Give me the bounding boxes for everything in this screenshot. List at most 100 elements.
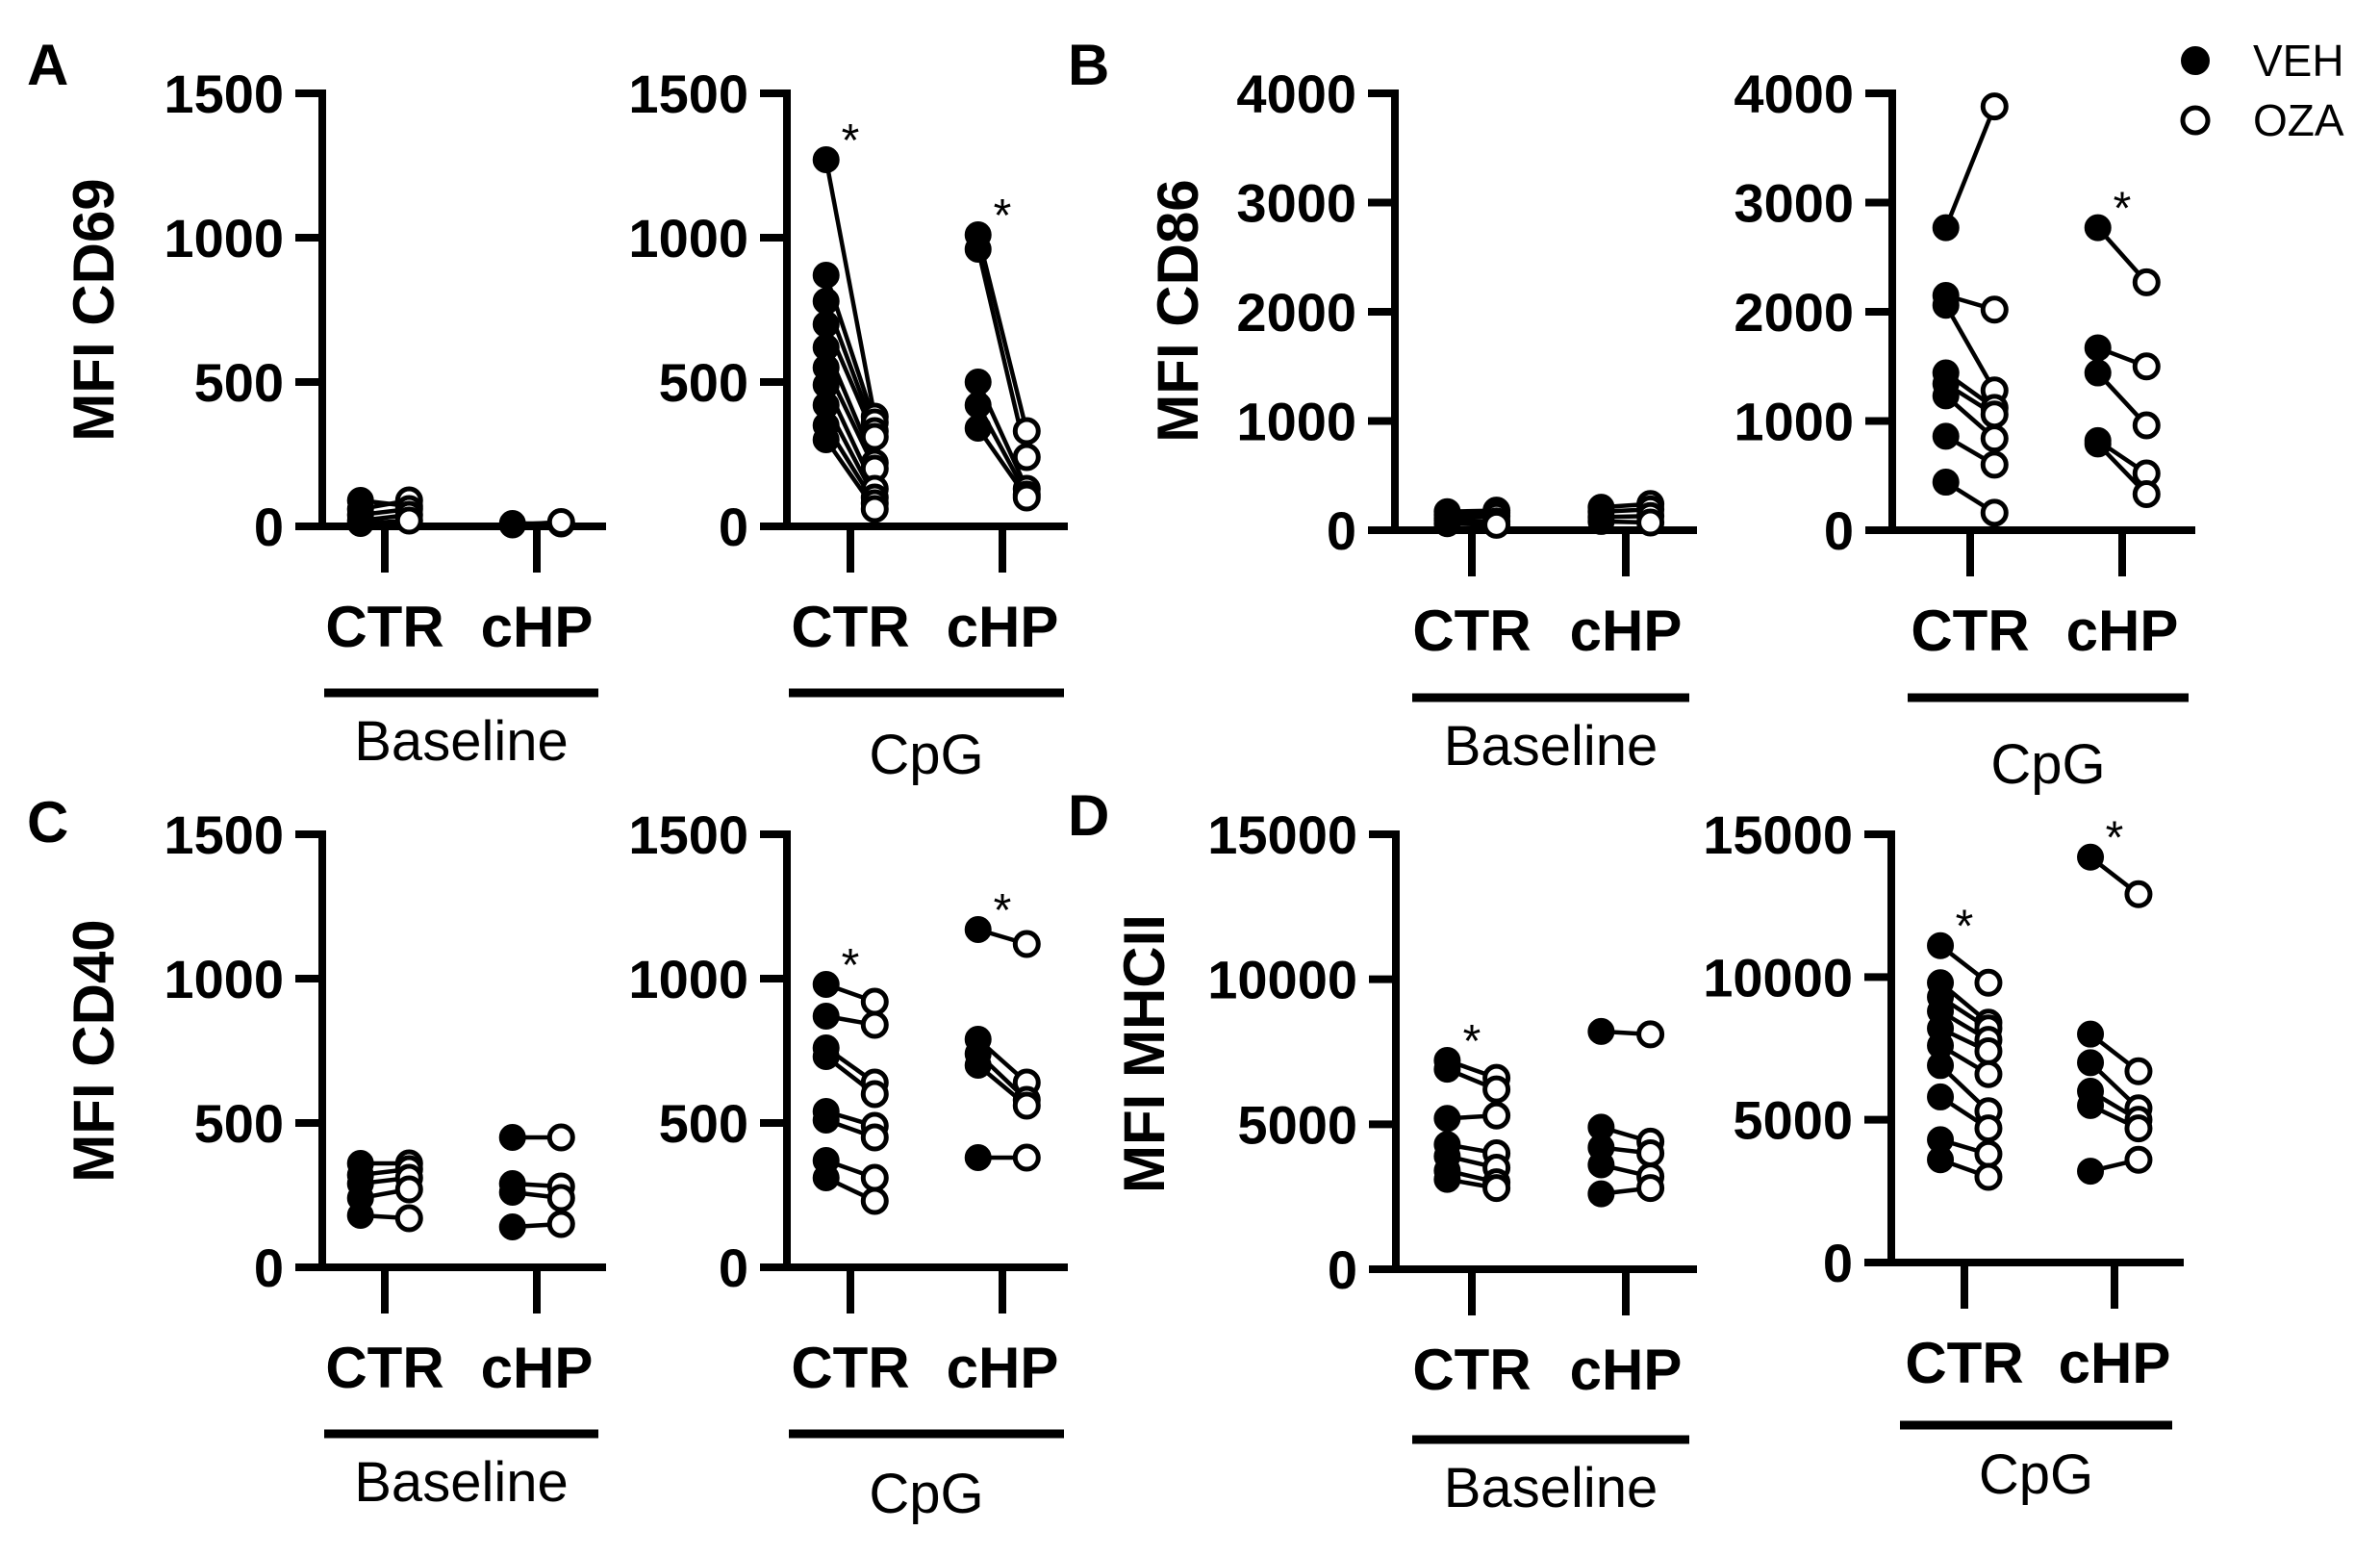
point-oza bbox=[394, 1204, 423, 1233]
point-oza bbox=[1980, 498, 2009, 527]
point-oza bbox=[546, 1123, 575, 1152]
significance-star: * bbox=[994, 885, 1012, 936]
y-axis-title: MFI CD69 bbox=[62, 178, 126, 441]
y-tick-label: 15000 bbox=[1703, 804, 1853, 865]
y-tick-label: 4000 bbox=[1734, 64, 1854, 124]
point-veh bbox=[812, 1107, 840, 1134]
point-oza bbox=[860, 1123, 889, 1152]
point-veh bbox=[2077, 1020, 2105, 1048]
point-oza bbox=[1636, 1138, 1665, 1167]
point-veh bbox=[964, 415, 992, 442]
point-oza bbox=[2132, 411, 2161, 440]
group-label: CpG bbox=[869, 724, 983, 786]
point-oza bbox=[394, 506, 423, 535]
point-veh bbox=[812, 262, 840, 289]
y-tick-label: 1000 bbox=[164, 208, 284, 268]
point-veh bbox=[812, 1164, 840, 1191]
y-tick-label: 1000 bbox=[164, 949, 284, 1009]
y-tick-label: 5000 bbox=[1733, 1090, 1853, 1151]
y-tick-label: 1500 bbox=[164, 64, 284, 124]
point-veh bbox=[498, 1213, 526, 1240]
panel-letter: A bbox=[27, 33, 68, 97]
y-tick-label: 1000 bbox=[628, 208, 748, 268]
point-veh bbox=[2084, 430, 2112, 458]
y-tick-label: 2000 bbox=[1734, 282, 1854, 343]
y-tick-label: 1500 bbox=[164, 804, 284, 865]
point-oza bbox=[1482, 1174, 1511, 1203]
point-oza bbox=[1974, 968, 2003, 997]
y-axis-title: MFI CD40 bbox=[62, 919, 126, 1182]
point-oza bbox=[546, 1210, 575, 1238]
y-axis-title: MFI CD86 bbox=[1146, 179, 1210, 442]
significance-star: * bbox=[842, 940, 860, 991]
y-tick-label: 1000 bbox=[1236, 392, 1356, 452]
y-tick-label: 15000 bbox=[1207, 804, 1357, 865]
point-oza bbox=[1980, 92, 2009, 121]
significance-star: * bbox=[2106, 813, 2124, 864]
point-oza bbox=[2132, 480, 2161, 509]
point-veh bbox=[1932, 422, 1960, 450]
point-veh bbox=[1932, 469, 1960, 497]
point-oza bbox=[1482, 1075, 1511, 1104]
point-oza bbox=[1974, 1114, 2003, 1143]
y-tick-label: 1000 bbox=[1734, 392, 1854, 452]
category-label: cHP bbox=[1570, 599, 1683, 663]
point-oza bbox=[860, 1186, 889, 1215]
point-oza bbox=[2132, 268, 2161, 296]
point-oza bbox=[1974, 1162, 2003, 1191]
point-veh bbox=[964, 236, 992, 263]
category-label: CTR bbox=[1905, 1331, 2023, 1395]
y-tick-label: 1500 bbox=[628, 64, 748, 124]
y-tick-label: 0 bbox=[719, 1237, 748, 1298]
y-tick-label: 3000 bbox=[1236, 173, 1356, 234]
y-tick-label: 1500 bbox=[628, 804, 748, 865]
point-veh bbox=[812, 1043, 840, 1070]
category-label: cHP bbox=[1570, 1338, 1683, 1402]
point-oza bbox=[1980, 450, 2009, 479]
point-veh bbox=[1587, 1017, 1615, 1045]
point-oza bbox=[860, 1080, 889, 1109]
point-oza bbox=[1980, 295, 2009, 324]
category-label: CTR bbox=[791, 595, 909, 659]
point-veh bbox=[1587, 507, 1615, 535]
point-oza bbox=[860, 987, 889, 1016]
group-label: Baseline bbox=[354, 710, 568, 773]
point-oza bbox=[546, 508, 575, 536]
group-label: Baseline bbox=[1444, 1457, 1658, 1519]
point-veh bbox=[1433, 510, 1461, 538]
point-oza bbox=[860, 495, 889, 523]
y-tick-label: 10000 bbox=[1207, 950, 1357, 1010]
point-veh bbox=[964, 1144, 992, 1171]
point-oza bbox=[1012, 483, 1041, 512]
point-veh bbox=[2084, 359, 2112, 387]
point-veh bbox=[2077, 1158, 2105, 1186]
point-veh bbox=[964, 916, 992, 943]
group-label: CpG bbox=[1979, 1443, 2093, 1506]
y-tick-label: 500 bbox=[659, 1093, 748, 1154]
point-veh bbox=[1927, 931, 1955, 959]
point-oza bbox=[860, 1163, 889, 1192]
category-label: cHP bbox=[2059, 1331, 2171, 1395]
y-tick-label: 0 bbox=[1824, 500, 1854, 561]
point-veh bbox=[1932, 292, 1960, 319]
panel-letter: D bbox=[1068, 783, 1109, 848]
point-veh bbox=[964, 1052, 992, 1079]
point-veh bbox=[812, 1003, 840, 1030]
point-oza bbox=[2132, 352, 2161, 381]
pair-line bbox=[1943, 304, 1997, 392]
category-label: cHP bbox=[947, 1336, 1059, 1400]
significance-star: * bbox=[994, 191, 1012, 242]
category-label: CTR bbox=[1911, 599, 2029, 663]
point-oza bbox=[1482, 1101, 1511, 1130]
point-oza bbox=[1974, 1139, 2003, 1168]
point-veh bbox=[498, 511, 526, 539]
point-oza bbox=[1636, 1174, 1665, 1203]
panel-letter: C bbox=[27, 790, 68, 855]
point-veh bbox=[812, 288, 840, 315]
category-label: cHP bbox=[481, 1336, 594, 1400]
